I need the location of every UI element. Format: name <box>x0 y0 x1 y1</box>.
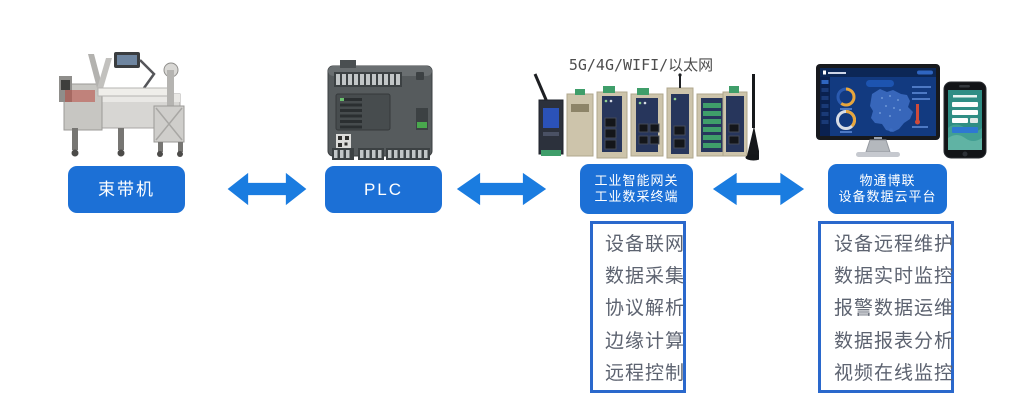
strapping-machine-image <box>59 52 185 157</box>
cloud-functions-list: 设备远程维护 数据实时监控 报警数据运维 数据报表分析 视频在线监控 <box>818 221 954 393</box>
arrow-machine-plc <box>227 172 307 206</box>
list-item: 设备远程维护 <box>834 233 955 256</box>
list-item: 设备联网 <box>605 233 686 256</box>
node-label-line2: 设备数据云平台 <box>838 189 937 204</box>
node-cloud-platform: 物通博联 设备数据云平台 <box>828 164 947 214</box>
list-item: 数据报表分析 <box>834 329 955 352</box>
list-item: 视频在线监控 <box>834 361 955 384</box>
phone-image <box>943 81 987 159</box>
arrow-plc-gateway <box>456 172 547 206</box>
connectivity-label: 5G/4G/WIFI/以太网 <box>568 56 714 74</box>
plc-image <box>327 60 433 160</box>
node-label: PLC <box>363 179 404 199</box>
gateway-devices-image <box>533 73 759 161</box>
gateway-functions-list: 设备联网 数据采集 协议解析 边缘计算 远程控制 <box>590 221 686 393</box>
node-label-line2: 工业数采终端 <box>594 189 679 204</box>
list-item: 协议解析 <box>605 297 686 320</box>
arrow-gateway-cloud <box>712 172 805 206</box>
node-strapping-machine: 束带机 <box>68 166 185 213</box>
list-item: 边缘计算 <box>605 329 686 352</box>
left-antenna-icon <box>533 73 549 103</box>
list-item: 数据采集 <box>605 265 686 288</box>
list-item: 报警数据运维 <box>834 297 955 320</box>
list-item: 数据实时监控 <box>834 265 955 288</box>
right-antenna-icon <box>745 74 759 161</box>
node-label-line1: 工业智能网关 <box>594 172 679 188</box>
node-label-line1: 物通博联 <box>859 172 916 188</box>
cloud-platform-image <box>816 64 987 159</box>
node-label: 束带机 <box>98 179 155 199</box>
node-gateway: 工业智能网关 工业数采终端 <box>580 164 693 214</box>
list-item: 远程控制 <box>605 361 686 384</box>
node-plc: PLC <box>325 166 442 213</box>
